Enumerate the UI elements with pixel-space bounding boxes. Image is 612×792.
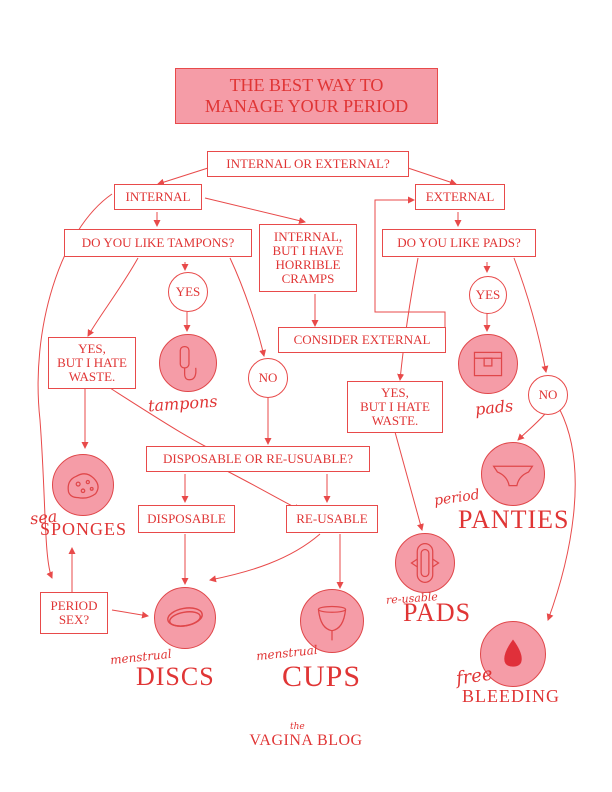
arrow-tampons-yeswaste (87, 257, 139, 337)
internal-cramps-box: INTERNAL, BUT I HAVE HORRIBLE CRAMPS (259, 224, 357, 292)
footer-brand: VAGINA BLOG (249, 732, 363, 749)
internal-box: INTERNAL (114, 184, 202, 210)
consider-external-box: CONSIDER EXTERNAL (278, 327, 446, 353)
arrow-tampons-no (229, 257, 267, 357)
internal-or-external-box: INTERNAL OR EXTERNAL? (207, 151, 409, 177)
disposable-or-reusable-box: DISPOSABLE OR RE-USUABLE? (146, 446, 370, 472)
pads-script-label: pads (474, 396, 515, 419)
pads-big-label: PADS (403, 598, 472, 627)
page-title: THE BEST WAY TO MANAGE YOUR PERIOD (175, 68, 438, 124)
no-tampons-circle: NO (248, 358, 288, 398)
arrow-cross-reusable (224, 469, 301, 511)
reusable-pad-icon (395, 533, 455, 593)
arrow-pads-no (513, 257, 549, 373)
bleeding-label: BLEEDING (462, 686, 560, 706)
cup-icon (300, 589, 364, 653)
tampon-icon (159, 334, 217, 392)
discs-label: DISCS (136, 662, 215, 691)
disposable-box: DISPOSABLE (138, 505, 235, 533)
arrow-yeswaste-pads (394, 431, 424, 531)
panties-label: PANTIES (458, 505, 570, 534)
arrow-consider-external (374, 196, 446, 330)
pad-box-icon (458, 334, 518, 394)
arrow-to-external (407, 167, 457, 186)
like-tampons-box: DO YOU LIKE TAMPONS? (64, 229, 252, 257)
arrow-reusable-disc (209, 533, 321, 583)
external-box: EXTERNAL (415, 184, 505, 210)
arrow-no-bleeding (546, 409, 576, 621)
yes-hate-waste-right-box: YES, BUT I HATE WASTE. (347, 381, 443, 433)
yes-tampons-circle: YES (168, 272, 208, 312)
disc-icon (154, 587, 216, 649)
reusable-box: RE-USABLE (286, 505, 378, 533)
panties-icon (481, 442, 545, 506)
cups-label: CUPS (282, 660, 362, 693)
arrow-to-internal (157, 167, 209, 186)
yes-pads-circle: YES (469, 276, 507, 314)
arrow-periodsex-disc (111, 609, 149, 619)
sponges-label: SPONGES (40, 519, 128, 539)
blood-drop-icon (480, 621, 546, 687)
arrow-pads-yeswaste (397, 257, 419, 381)
period-sex-box: PERIOD SEX? (40, 592, 108, 634)
arrow-internal-cramps (204, 197, 306, 225)
like-pads-box: DO YOU LIKE PADS? (382, 229, 536, 257)
footer-the: the (290, 722, 305, 732)
yes-hate-waste-left-box: YES, BUT I HATE WASTE. (48, 337, 136, 389)
sponge-icon (52, 454, 114, 516)
arrow-no-panties (517, 413, 546, 441)
no-pads-circle: NO (528, 375, 568, 415)
